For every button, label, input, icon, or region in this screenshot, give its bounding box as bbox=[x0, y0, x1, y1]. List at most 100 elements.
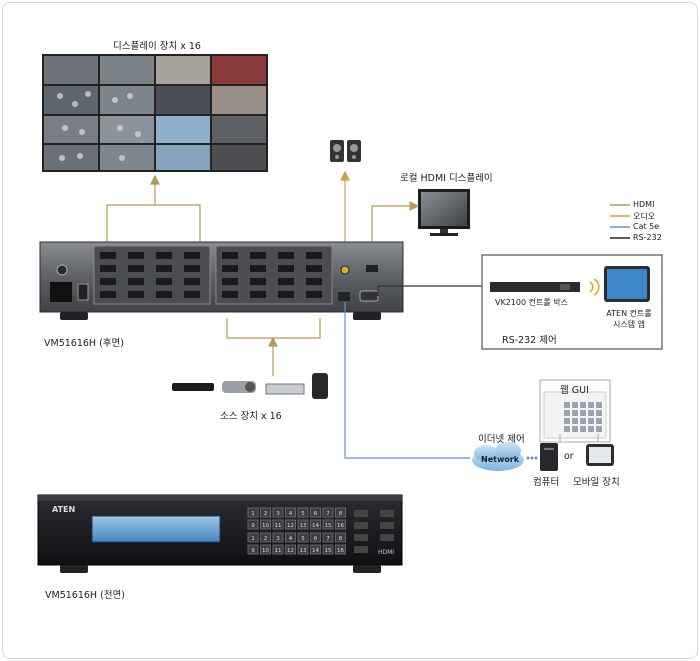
front-key-label: 3 bbox=[276, 536, 280, 542]
front-key-label: 4 bbox=[289, 511, 293, 517]
front-key[interactable] bbox=[260, 519, 271, 530]
gui-tile bbox=[588, 402, 594, 408]
local-hdmi-display-icon bbox=[418, 189, 470, 236]
front-key[interactable] bbox=[322, 544, 334, 555]
front-key-label: 7 bbox=[326, 536, 330, 542]
ellipsis-dots bbox=[526, 456, 538, 460]
hdmi-port bbox=[306, 291, 322, 298]
front-key[interactable] bbox=[260, 532, 271, 543]
local-display-label: 로컬 HDMI 디스플레이 bbox=[400, 173, 493, 184]
gui-tile bbox=[596, 402, 602, 408]
front-key[interactable] bbox=[247, 507, 259, 518]
front-key[interactable] bbox=[247, 532, 259, 543]
rs232-line bbox=[377, 285, 485, 296]
front-unit-label: VM51616H (전면) bbox=[45, 590, 125, 601]
front-key-label: 6 bbox=[314, 536, 318, 542]
front-key[interactable] bbox=[260, 544, 271, 555]
front-key-label: 14 bbox=[312, 523, 319, 529]
front-key[interactable] bbox=[247, 544, 259, 555]
hdmi-port bbox=[184, 252, 200, 259]
hdmi-port bbox=[128, 265, 144, 272]
web-gui-box bbox=[539, 379, 611, 443]
front-key-label: 9 bbox=[251, 548, 255, 554]
hdmi-port bbox=[184, 278, 200, 285]
rear-unit-label: VM51616H (후면) bbox=[44, 338, 124, 349]
front-key[interactable] bbox=[310, 544, 321, 555]
hdmi-port bbox=[222, 291, 238, 298]
hdmi-port bbox=[222, 265, 238, 272]
front-key[interactable] bbox=[272, 519, 284, 530]
front-key[interactable] bbox=[322, 507, 334, 518]
display-wall bbox=[42, 54, 268, 172]
computer-icon bbox=[540, 443, 558, 471]
front-key[interactable] bbox=[335, 544, 346, 555]
rs232-control-label: RS-232 제어 bbox=[502, 335, 557, 346]
front-key-label: 12 bbox=[287, 548, 294, 554]
gui-tile bbox=[564, 418, 570, 424]
hdmi-port bbox=[128, 291, 144, 298]
hdmi-port bbox=[250, 265, 266, 272]
front-key[interactable] bbox=[322, 519, 334, 530]
front-key-label: 16 bbox=[337, 548, 344, 554]
or-label: or bbox=[564, 451, 574, 462]
hdmi-port bbox=[306, 265, 322, 272]
front-key[interactable] bbox=[310, 532, 321, 543]
gui-tile bbox=[596, 426, 602, 432]
front-key[interactable] bbox=[272, 532, 284, 543]
front-key[interactable] bbox=[322, 532, 334, 543]
front-key[interactable] bbox=[272, 544, 284, 555]
front-key[interactable] bbox=[285, 519, 296, 530]
front-key-label: 2 bbox=[264, 511, 268, 517]
gui-tile bbox=[580, 410, 586, 416]
hdmi-port bbox=[100, 291, 116, 298]
front-key-label: 5 bbox=[301, 511, 305, 517]
gui-tile bbox=[596, 418, 602, 424]
hdmi-port bbox=[128, 252, 144, 259]
front-key-label: 6 bbox=[314, 511, 318, 517]
hdmi-port bbox=[278, 265, 294, 272]
source-devices bbox=[172, 373, 328, 399]
front-key[interactable] bbox=[272, 507, 284, 518]
front-key-label: 16 bbox=[337, 523, 344, 529]
front-key[interactable] bbox=[297, 507, 309, 518]
ethernet-control-label: 이더넷 제어 bbox=[478, 434, 525, 445]
vk2100-label: VK2100 컨트롤 박스 bbox=[495, 298, 568, 307]
network-cloud bbox=[472, 442, 524, 471]
front-key[interactable] bbox=[297, 519, 309, 530]
hdmi-port bbox=[250, 252, 266, 259]
hdmi-output-lines bbox=[106, 174, 201, 245]
hdmi-port bbox=[250, 278, 266, 285]
aten-logo: ATEN bbox=[52, 505, 76, 514]
gui-tile bbox=[572, 410, 578, 416]
front-key[interactable] bbox=[310, 507, 321, 518]
front-key-label: 8 bbox=[339, 536, 343, 542]
front-key[interactable] bbox=[285, 507, 296, 518]
legend-audio: 오디오 bbox=[633, 212, 656, 221]
front-key[interactable] bbox=[285, 544, 296, 555]
hdmi-port bbox=[306, 278, 322, 285]
front-key[interactable] bbox=[335, 532, 346, 543]
front-key-label: 5 bbox=[301, 536, 305, 542]
front-key[interactable] bbox=[310, 519, 321, 530]
hdmi-port bbox=[278, 291, 294, 298]
front-key[interactable] bbox=[335, 507, 346, 518]
front-key-label: 7 bbox=[326, 511, 330, 517]
hdmi-port bbox=[184, 265, 200, 272]
front-key-label: 8 bbox=[339, 511, 343, 517]
web-gui-label: 웹 GUI bbox=[560, 385, 589, 396]
front-key[interactable] bbox=[247, 519, 259, 530]
front-key[interactable] bbox=[285, 532, 296, 543]
hdmi-port bbox=[156, 252, 172, 259]
front-key-label: 13 bbox=[300, 523, 307, 529]
front-key[interactable] bbox=[297, 532, 309, 543]
front-key[interactable] bbox=[260, 507, 271, 518]
gui-tile bbox=[572, 418, 578, 424]
gui-tile bbox=[588, 418, 594, 424]
gui-tile bbox=[596, 410, 602, 416]
hdmi-badge: HDMI bbox=[378, 549, 395, 556]
front-key-label: 14 bbox=[312, 548, 319, 554]
front-key-label: 15 bbox=[325, 523, 332, 529]
rs232-control-box bbox=[481, 254, 663, 350]
front-key[interactable] bbox=[297, 544, 309, 555]
front-key[interactable] bbox=[335, 519, 346, 530]
